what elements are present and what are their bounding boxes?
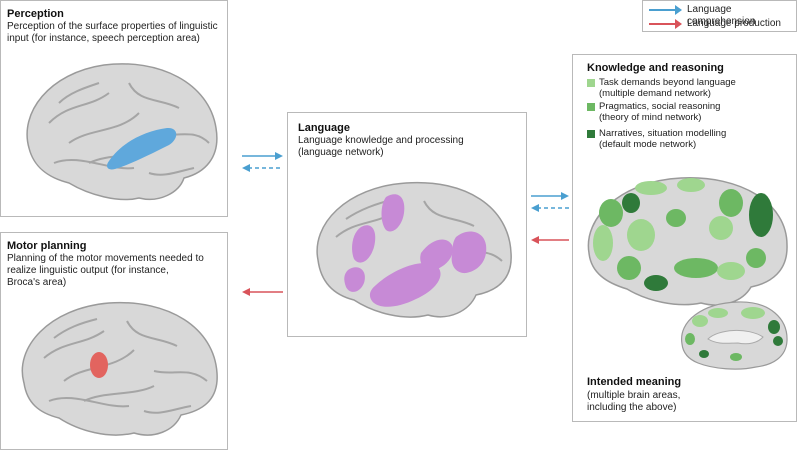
knowledge-brain-medial-image (681, 301, 788, 370)
perception-brain-image (26, 63, 218, 201)
perception-title: Perception (7, 8, 64, 20)
legend-comprehension-label: Language comprehension (687, 4, 756, 27)
motor-desc-2: realize linguistic output (for instance, (7, 265, 169, 276)
legend-production-label: Language production (687, 18, 781, 29)
intended-desc-2: including the above) (587, 402, 677, 413)
knowledge-item-3-line1: Narratives, situation modelling (599, 128, 727, 139)
motor-desc-1: Planning of the motor movements needed t… (7, 253, 204, 264)
knowledge-item-1-line1: Task demands beyond language (599, 77, 736, 88)
language-desc-1: Language knowledge and processing (298, 135, 464, 146)
arrow-knowledge-to-language-dashed (531, 204, 569, 212)
knowledge-swatch-2 (587, 103, 595, 111)
language-desc-2: (language network) (298, 147, 384, 158)
motor-brain-image (21, 301, 218, 436)
arrow-knowledge-to-language-production (531, 236, 569, 244)
knowledge-item-1-line2: (multiple demand network) (599, 88, 711, 99)
arrow-language-to-motor (242, 288, 283, 296)
knowledge-item-2-line1: Pragmatics, social reasoning (599, 101, 721, 112)
motor-panel: Motor planning Planning of the motor mov… (0, 232, 228, 450)
arrow-perception-to-language (242, 152, 283, 160)
perception-region (107, 127, 177, 170)
knowledge-title: Knowledge and reasoning (587, 62, 724, 74)
language-panel: Language Language knowledge and processi… (287, 112, 527, 337)
perception-panel: Perception Perception of the surface pro… (0, 0, 228, 217)
arrow-language-to-knowledge (531, 192, 569, 200)
perception-desc-2: input (for instance, speech perception a… (7, 33, 200, 44)
intended-desc-1: (multiple brain areas, (587, 390, 681, 401)
comprehension-line (649, 9, 679, 11)
knowledge-item-3-line2: (default mode network) (599, 139, 697, 150)
knowledge-swatch-1 (587, 79, 595, 87)
language-region (369, 263, 441, 307)
production-arrowhead-icon (675, 19, 682, 29)
motor-title: Motor planning (7, 240, 87, 252)
comprehension-arrowhead-icon (675, 5, 682, 15)
motor-region (90, 352, 108, 378)
arrow-language-to-perception-dashed (242, 164, 283, 172)
knowledge-swatch-3 (587, 130, 595, 138)
knowledge-panel: Knowledge and reasoning Task demands bey… (572, 54, 797, 422)
production-line (649, 23, 679, 25)
perception-desc-1: Perception of the surface properties of … (7, 21, 218, 32)
legend: Language comprehension Language producti… (642, 0, 797, 32)
knowledge-item-2-line2: (theory of mind network) (599, 112, 702, 123)
motor-desc-3: Broca's area) (7, 277, 67, 288)
language-brain-image (316, 181, 512, 318)
knowledge-brain-lateral-image (587, 177, 788, 306)
intended-title: Intended meaning (587, 376, 682, 388)
language-title: Language (298, 122, 350, 134)
